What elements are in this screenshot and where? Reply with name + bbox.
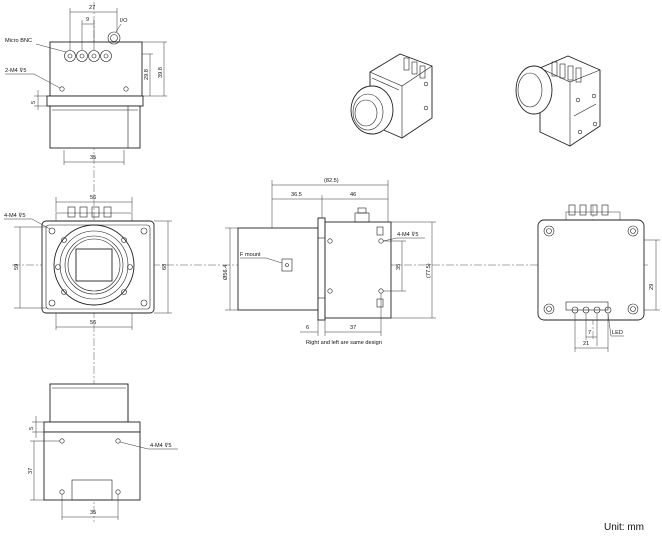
bottom-dim-37: 37 (28, 468, 34, 474)
bottom-body (43, 431, 141, 501)
screw-hole (48, 227, 56, 235)
side-camera-body (324, 221, 392, 319)
screw-hole (48, 299, 56, 307)
micro-bnc-connector (88, 50, 100, 62)
unit-label: Unit: mm (604, 522, 644, 533)
io-label: I/O (120, 18, 128, 24)
front-connector (91, 206, 100, 218)
top-dim-35: 35 (90, 155, 96, 161)
front-dim-68: 68 (162, 264, 168, 270)
micro-bnc-connector (100, 50, 112, 62)
rear-corner-hole (627, 303, 639, 315)
side-dim-6: 6 (306, 325, 309, 331)
screw-hole (140, 299, 148, 307)
rear-corner-hole (627, 225, 639, 237)
front-connector (79, 206, 88, 218)
rear-body (537, 219, 645, 321)
io-connector (107, 31, 121, 45)
led-label: LED (612, 330, 623, 336)
front-screw-note: 4-M4 ⊽5 (4, 212, 26, 219)
side-screw-note: 4-M4 ⊽5 (397, 231, 419, 238)
rear-connector (579, 204, 587, 216)
side-dim-56-4: Ø56.4 (223, 265, 229, 280)
bottom-view: 5 37 35 4-M4 ⊽5 (28, 383, 178, 520)
micro-bnc-connector (64, 50, 76, 62)
dim-27: 27 (89, 5, 95, 11)
f-mount-label: F mount (240, 252, 261, 258)
image-sensor (75, 248, 113, 282)
screw-hole (327, 288, 333, 294)
rear-view: 29 7 21 LED (537, 204, 660, 352)
top-view: 27 9 Micro BNC I/O 29.8 39.8 2-M4 ⊽5 5 3… (5, 5, 167, 165)
rear-dim-7: 7 (588, 330, 591, 336)
rear-corner-hole (543, 303, 555, 315)
front-view: 56 59 68 56 4-M4 ⊽5 (4, 195, 172, 330)
side-flange (317, 217, 326, 321)
side-dim-46: 46 (350, 192, 356, 198)
micro-bnc-connector (76, 50, 88, 62)
rear-dim-29: 29 (649, 284, 655, 290)
rear-corner-hole (543, 225, 555, 237)
isometric-view-front (350, 53, 433, 139)
top-screw-note: 2-M4 ⊽5 (5, 67, 27, 74)
rear-connector (590, 204, 598, 216)
side-dim-37: 37 (350, 325, 356, 331)
side-dim-35: 35 (396, 264, 402, 270)
screw-hole (115, 438, 121, 444)
dim-9: 9 (86, 17, 89, 23)
rear-connector (568, 204, 576, 216)
side-dim-77-5: (77.5) (426, 263, 432, 278)
front-dim-56-bottom: 56 (90, 320, 96, 326)
rear-dim-21: 21 (583, 341, 589, 347)
front-connector (67, 206, 76, 218)
lens-mount-inner-ring (64, 235, 124, 295)
side-view: (82.5) 36.5 46 Ø56.4 F mount (77.5) 35 4… (223, 178, 436, 346)
micro-bnc-label: Micro BNC (5, 38, 32, 44)
screw-hole (59, 86, 65, 92)
bottom-dim-35: 35 (90, 510, 96, 516)
side-view-note: Right and left are same design (306, 340, 382, 346)
bottom-lens-mount (49, 383, 129, 423)
f-mount-body (237, 227, 319, 311)
rear-label-plate (565, 301, 609, 311)
screw-hole (140, 227, 148, 235)
side-dim-36-5: 36.5 (291, 192, 302, 198)
f-mount-tab (281, 258, 293, 272)
iso-front-lens-mount (350, 85, 394, 135)
front-dim-56-top: 56 (90, 195, 96, 201)
iso-rear-lens-mount (515, 65, 553, 115)
side-connector (354, 212, 370, 223)
bottom-screw-note: 4-M4 ⊽5 (150, 442, 172, 449)
top-view-flange (46, 95, 144, 107)
side-dim-82-5: (82.5) (324, 178, 339, 184)
bottom-plate (71, 479, 113, 501)
dim-39-8: 39.8 (158, 67, 164, 78)
isometric-view-rear (515, 55, 601, 147)
bottom-dim-5: 5 (29, 427, 35, 430)
screw-hole (123, 86, 129, 92)
rear-connector (601, 204, 609, 216)
front-connector (103, 206, 112, 218)
front-dim-59: 59 (14, 264, 20, 270)
top-view-lens-mount (49, 105, 141, 149)
top-dim-5: 5 (31, 101, 37, 104)
bottom-flange (43, 421, 141, 433)
screw-hole (327, 238, 333, 244)
dim-29-8: 29.8 (144, 69, 150, 80)
